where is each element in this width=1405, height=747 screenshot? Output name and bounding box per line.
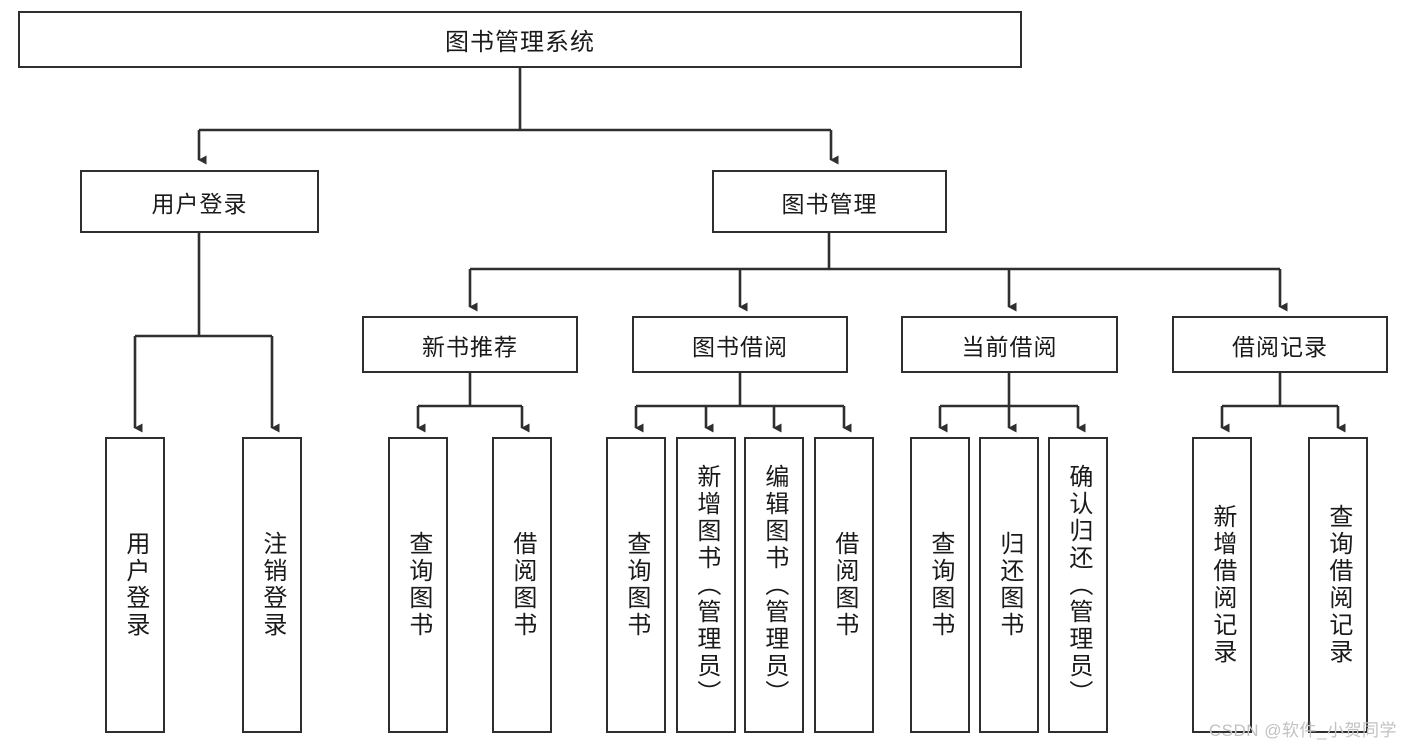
- node-label: 查询图书: [404, 531, 432, 639]
- node-label: 查询图书: [622, 531, 650, 639]
- node-label: 借阅记录: [1232, 333, 1328, 360]
- leaf-current-confirm-return-admin[interactable]: 确认归还（管理员）: [1048, 437, 1108, 733]
- node-borrow-records[interactable]: 借阅记录: [1172, 316, 1388, 373]
- leaf-records-add-record[interactable]: 新增借阅记录: [1192, 437, 1252, 733]
- node-label: 借阅图书: [830, 531, 858, 639]
- node-label: 归还图书: [995, 531, 1023, 639]
- csdn-watermark: CSDN @软件_小贺同学: [1208, 721, 1397, 740]
- node-book-borrow[interactable]: 图书借阅: [632, 316, 848, 373]
- leaf-new-book-borrow[interactable]: 借阅图书: [492, 437, 552, 733]
- node-label: 查询借阅记录: [1324, 504, 1352, 666]
- node-label: 新增借阅记录: [1208, 504, 1236, 666]
- node-label: 注销登录: [258, 531, 286, 639]
- leaf-borrow-query-book[interactable]: 查询图书: [606, 437, 666, 733]
- node-label: 查询图书: [926, 531, 954, 639]
- node-label: 新书推荐: [422, 333, 518, 360]
- node-label: 当前借阅: [961, 333, 1058, 360]
- leaf-current-query-book[interactable]: 查询图书: [910, 437, 970, 733]
- leaf-borrow-borrow-book[interactable]: 借阅图书: [814, 437, 874, 733]
- node-book-management[interactable]: 图书管理: [712, 170, 947, 233]
- node-user-login[interactable]: 用户登录: [80, 170, 319, 233]
- leaf-user-login-login[interactable]: 用户登录: [105, 437, 165, 733]
- node-label: 编辑图书（管理员）: [760, 463, 788, 707]
- node-label: 用户登录: [121, 531, 149, 639]
- node-label: 图书借阅: [692, 333, 788, 360]
- leaf-current-return-book[interactable]: 归还图书: [979, 437, 1039, 733]
- leaf-user-login-logout[interactable]: 注销登录: [242, 437, 302, 733]
- node-new-book-recommend[interactable]: 新书推荐: [362, 316, 578, 373]
- node-label: 借阅图书: [508, 531, 536, 639]
- node-label: 用户登录: [151, 190, 248, 217]
- node-current-borrow[interactable]: 当前借阅: [901, 316, 1118, 373]
- node-label: 图书管理系统: [445, 29, 595, 56]
- node-label: 图书管理: [781, 190, 878, 217]
- leaf-records-query-record[interactable]: 查询借阅记录: [1308, 437, 1368, 733]
- leaf-borrow-edit-book-admin[interactable]: 编辑图书（管理员）: [744, 437, 804, 733]
- node-root-system[interactable]: 图书管理系统: [18, 11, 1022, 68]
- node-label: 确认归还（管理员）: [1064, 463, 1092, 707]
- node-label: 新增图书（管理员）: [692, 463, 720, 707]
- leaf-borrow-add-book-admin[interactable]: 新增图书（管理员）: [676, 437, 736, 733]
- leaf-new-book-query[interactable]: 查询图书: [388, 437, 448, 733]
